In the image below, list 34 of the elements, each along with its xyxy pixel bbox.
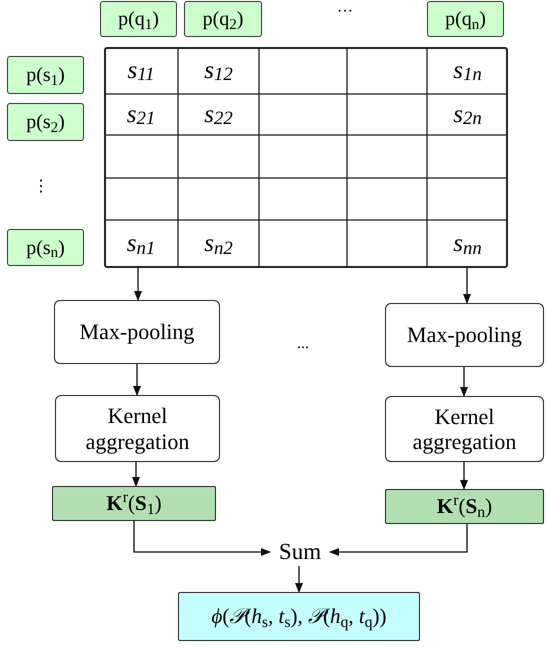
matrix-entry: s$_{2n}$ — [452, 100, 483, 132]
matrix-entry: s$_{n1}$ — [126, 229, 156, 261]
matrix-entry: s$_{22}$ — [203, 100, 234, 132]
process-box: Max-pooling — [54, 300, 220, 364]
arrow — [460, 462, 468, 490]
ellipsis-text: ··· — [336, 2, 354, 22]
arrow — [133, 521, 271, 556]
sum-text: Sum — [270, 538, 330, 566]
probability-box: p(s$_{1}$) — [7, 56, 84, 94]
matrix-entry: s$_{1n}$ — [452, 56, 483, 88]
process-box: Kernel aggregation — [55, 395, 220, 462]
probability-box: p(s$_{2}$) — [7, 103, 84, 141]
arrow — [463, 268, 471, 304]
arrow — [295, 566, 303, 593]
matrix-entry: s$_{12}$ — [203, 56, 234, 88]
probability-box: p(q$_{1}$) — [100, 1, 177, 37]
result-box: K$^{r}$(S$_{n}$) — [385, 489, 544, 524]
ellipsis-text: ... — [296, 334, 310, 354]
result-box: K$^{r}$(S$_{1}$) — [52, 486, 216, 521]
arrow — [329, 524, 468, 556]
matrix-entry: s$_{11}$ — [126, 56, 156, 88]
matrix-entry: s$_{21}$ — [126, 100, 156, 132]
arrow — [132, 462, 140, 487]
matrix-entry: s$_{nn}$ — [452, 229, 483, 261]
vertical-ellipsis-text: ⋮ — [32, 177, 50, 198]
process-box: Max-pooling — [385, 303, 544, 367]
process-box: Kernel aggregation — [385, 396, 544, 462]
probability-box: p(q$_{n}$) — [427, 1, 504, 37]
probability-box: p(s$_{n}$) — [7, 229, 84, 266]
probability-box: p(q$_{2}$) — [184, 1, 262, 37]
arrow — [134, 268, 142, 301]
arrow — [133, 364, 141, 396]
matrix-entry: s$_{n2}$ — [203, 229, 234, 261]
arrow — [460, 367, 468, 397]
